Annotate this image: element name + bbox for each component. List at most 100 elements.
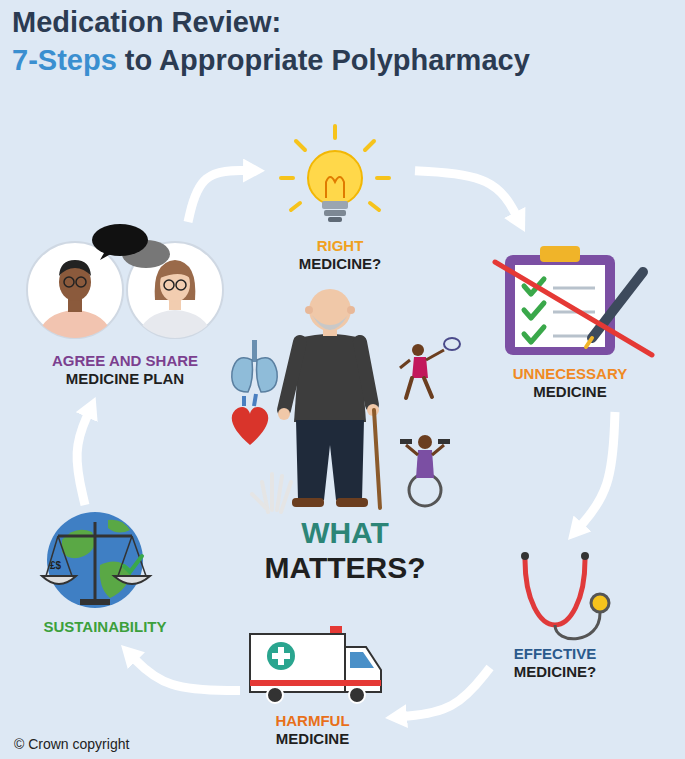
- hand-bones-icon: [252, 474, 291, 512]
- step-heading: SUSTAINABILITY: [43, 618, 166, 637]
- step-node: EFFECTIVEMEDICINE?: [490, 540, 620, 690]
- step-node: AGREE AND SHAREMEDICINE PLAN: [20, 222, 230, 397]
- hand-bones-icon: [252, 494, 266, 508]
- stethoscope-icon: [525, 560, 585, 625]
- people-icon: [135, 260, 215, 345]
- people-icon: [64, 277, 74, 287]
- patient-figure: [296, 420, 364, 500]
- step-heading: AGREE AND SHARE: [52, 352, 198, 371]
- patient-figure: [292, 498, 324, 507]
- step-node: RIGHTMEDICINE?: [265, 118, 415, 278]
- lungs-icon: [257, 358, 278, 392]
- cycle-arrow: [577, 412, 615, 529]
- tennis-player-icon: [412, 357, 428, 378]
- tennis-player-icon: [444, 338, 460, 350]
- lungs-icon: [232, 340, 277, 392]
- stethoscope-icon: [555, 613, 600, 639]
- step-body: MATTERS?: [264, 551, 425, 586]
- people-icon: [176, 280, 186, 290]
- ambulance-icon: [250, 626, 381, 703]
- patient-figure: [347, 306, 355, 314]
- lightbulb-icon: [281, 176, 293, 180]
- step-heading: HARMFUL: [275, 712, 349, 731]
- lightbulb-icon: [291, 203, 300, 210]
- sustainability-icon: [94, 522, 97, 600]
- people-icon: [35, 260, 115, 345]
- hand-bones-icon: [270, 474, 274, 510]
- ambulance-icon: [350, 652, 374, 668]
- wheelchair-athlete-icon: [400, 439, 412, 444]
- step-heading: WHAT: [301, 516, 389, 551]
- sustainability-icon: [42, 512, 150, 608]
- patient-figure: [336, 498, 368, 507]
- clipboard-icon: [505, 255, 615, 355]
- sustainability-icon: [58, 535, 132, 538]
- step-body: MEDICINE PLAN: [66, 370, 184, 389]
- wheelchair-athlete-icon: [416, 450, 434, 478]
- step-heading: EFFECTIVE: [514, 645, 597, 664]
- cycle-arrow: [415, 171, 518, 220]
- patient-figure: [278, 289, 380, 508]
- step-body: MEDICINE?: [299, 255, 382, 274]
- heart-icon: [232, 407, 268, 445]
- step-heading: RIGHT: [317, 237, 364, 256]
- lungs-icon: [252, 340, 257, 362]
- step-heading: UNNECESSARY: [513, 365, 627, 384]
- people-icon: [59, 260, 91, 276]
- heart-icon: [232, 394, 268, 445]
- sustainability-icon: [80, 599, 110, 605]
- lightbulb-icon: [333, 126, 337, 138]
- lightbulb-icon: [308, 151, 362, 205]
- clipboard-icon: [553, 287, 595, 290]
- sustainability-icon: [124, 556, 142, 572]
- sustainability-icon: [47, 512, 143, 608]
- ambulance-icon: [272, 653, 290, 659]
- ambulance-icon: [267, 642, 295, 670]
- tennis-player-icon: [400, 360, 410, 368]
- clipboard-icon: [495, 246, 652, 355]
- patient-figure: [312, 315, 348, 330]
- cycle-arrow: [399, 668, 490, 717]
- cycle-arrow: [77, 410, 90, 505]
- copyright-note: © Crown copyright: [14, 736, 129, 752]
- people-icon: [35, 310, 115, 345]
- patient-figure: [374, 410, 380, 508]
- patient-figure: [284, 342, 300, 410]
- clipboard-icon: [592, 272, 643, 338]
- lightbulb-icon: [370, 203, 379, 210]
- subtitle: to Appropriate Polypharmacy: [125, 44, 530, 77]
- diagram-title: Medication Review:: [12, 6, 281, 39]
- tennis-player-icon: [426, 350, 444, 360]
- lightbulb-icon: [281, 126, 389, 222]
- ambulance-icon: [330, 626, 342, 634]
- sustainability-icon: [42, 576, 76, 584]
- wheelchair-athlete-icon: [406, 445, 444, 455]
- people-icon: [92, 224, 148, 256]
- lightbulb-icon: [326, 177, 344, 198]
- clipboard-icon: [553, 335, 590, 338]
- step-body: MEDICINE: [533, 383, 606, 402]
- lightbulb-icon: [296, 141, 305, 150]
- wheelchair-athlete-icon: [418, 435, 432, 449]
- step-node: HARMFULMEDICINE: [240, 628, 385, 753]
- ambulance-icon: [349, 687, 365, 703]
- lightbulb-icon: [322, 201, 348, 209]
- clipboard-icon: [540, 246, 580, 262]
- people-icon: [160, 264, 190, 278]
- wheelchair-athlete-icon: [400, 435, 450, 506]
- people-icon: [164, 280, 174, 290]
- hand-bones-icon: [277, 476, 282, 510]
- step-body: MEDICINE: [276, 730, 349, 749]
- tennis-player-icon: [406, 378, 432, 398]
- tennis-player-icon: [400, 338, 460, 398]
- patient-figure: [309, 289, 351, 331]
- lungs-icon: [232, 358, 253, 392]
- clipboard-icon: [524, 327, 544, 342]
- clipboard-icon: [586, 338, 592, 347]
- hand-bones-icon: [281, 482, 291, 512]
- people-icon: [76, 277, 86, 287]
- stethoscope-icon: [521, 552, 529, 560]
- cycle-arrow: [131, 655, 240, 690]
- lightbulb-icon: [281, 126, 389, 210]
